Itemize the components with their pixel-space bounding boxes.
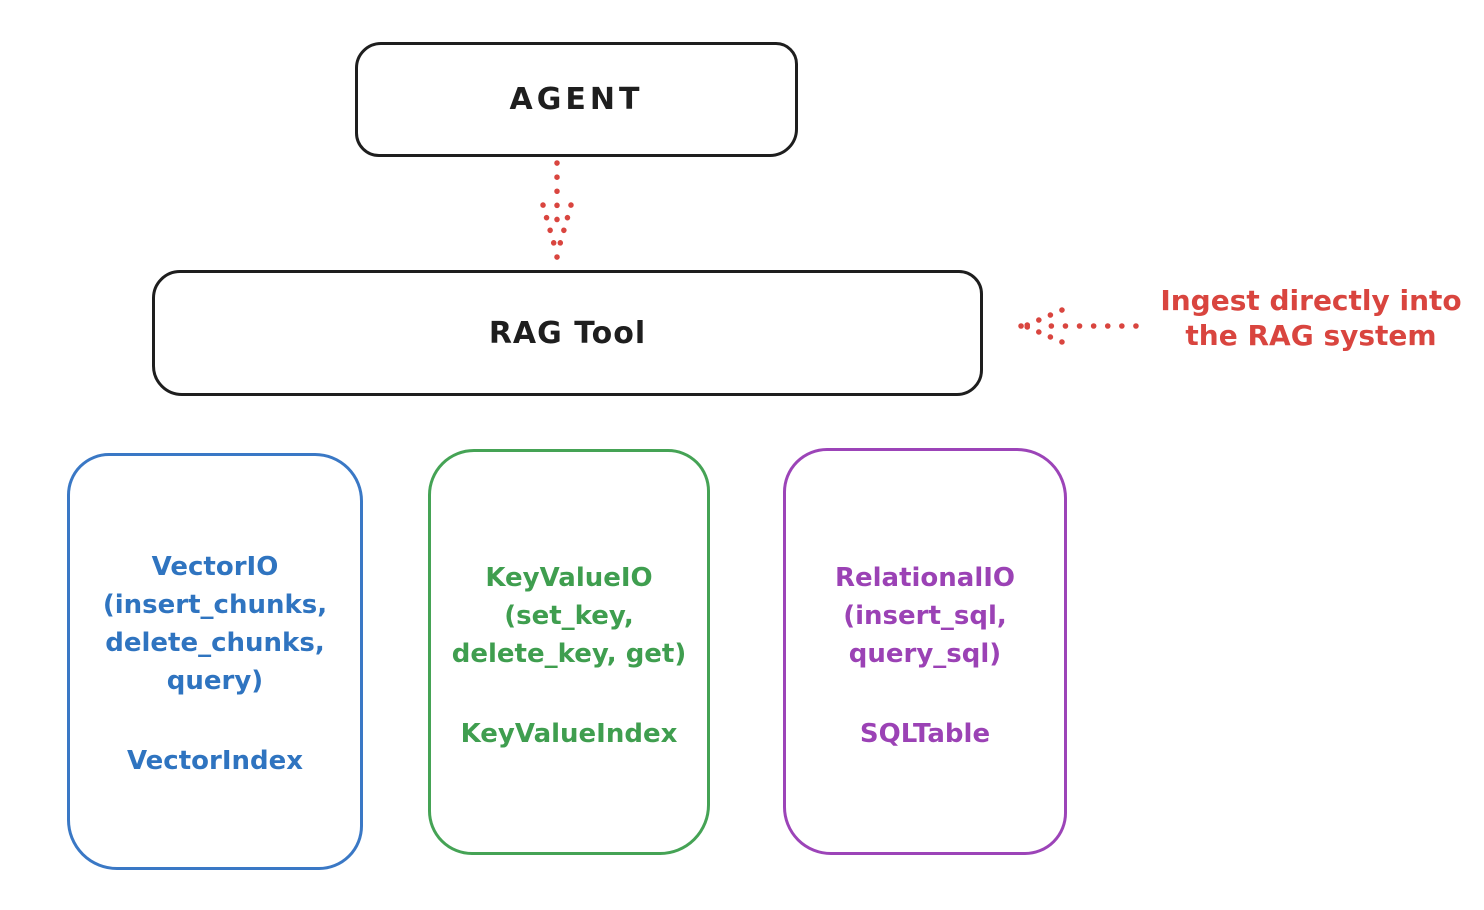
keyvalue-io-node: KeyValueIO (set_key, delete_key, get) Ke… <box>428 449 710 855</box>
rag-tool-node: RAG Tool <box>152 270 983 396</box>
ingest-annotation-line1: Ingest directly into <box>1160 284 1462 317</box>
vector-io-param: delete_chunks, <box>105 628 325 658</box>
ingest-arrow-icon <box>1018 307 1139 345</box>
keyvalue-io-param: delete_key, get) <box>451 639 687 669</box>
agent-label: AGENT <box>509 82 644 117</box>
relational-io-param: query_sql) <box>848 639 1002 669</box>
keyvalue-io-param: (set_key, <box>504 601 634 631</box>
ingest-annotation-line2: the RAG system <box>1185 319 1437 352</box>
agent-to-rag-arrow-icon <box>540 160 574 260</box>
keyvalue-io-title: KeyValueIO <box>485 563 653 593</box>
vector-io-node: VectorIO (insert_chunks, delete_chunks, … <box>67 453 363 870</box>
vector-index-label: VectorIndex <box>126 746 304 776</box>
relational-io-param: (insert_sql, <box>843 601 1007 631</box>
vector-io-param: query) <box>166 666 264 696</box>
vector-io-title: VectorIO <box>151 552 279 582</box>
rag-tool-label: RAG Tool <box>488 315 647 351</box>
vector-io-param: (insert_chunks, <box>102 590 328 620</box>
ingest-annotation: Ingest directly into the RAG system <box>1138 283 1484 353</box>
sql-table-label: SQLTable <box>859 719 991 749</box>
relational-io-title: RelationalIO <box>834 563 1016 593</box>
relational-io-node: RelationalIO (insert_sql, query_sql) SQL… <box>783 448 1067 855</box>
agent-node: AGENT <box>355 42 798 157</box>
keyvalue-index-label: KeyValueIndex <box>460 719 678 749</box>
